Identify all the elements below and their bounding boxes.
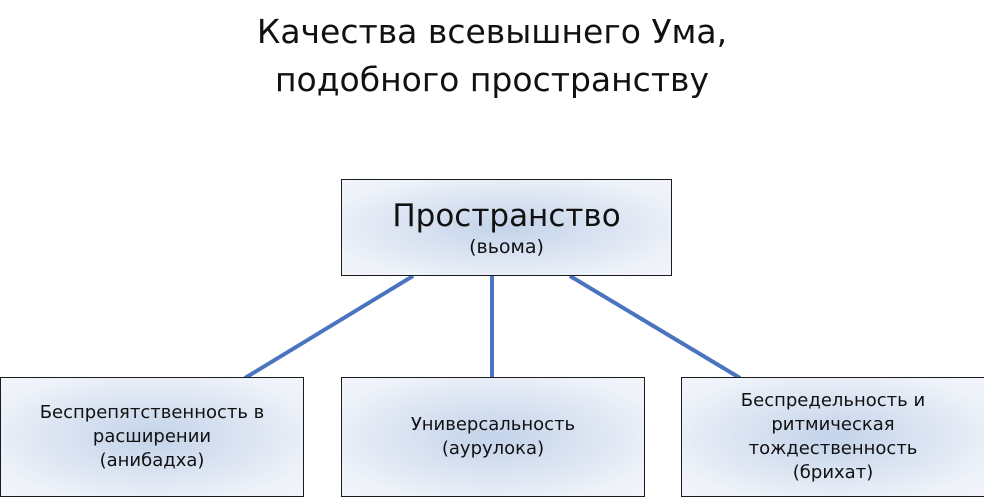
- child-node-universality: Универсальность (аурулока): [341, 377, 645, 497]
- root-node: Пространство (вьома): [341, 179, 672, 276]
- node-text-line: Универсальность: [410, 414, 576, 435]
- node-text-line: ритмическая: [771, 414, 895, 435]
- child-node-boundlessness: Беспредельность и ритмическая тождествен…: [681, 377, 984, 497]
- node-text-line: (анибадха): [99, 450, 205, 471]
- connector-right: [568, 274, 742, 380]
- node-text-line: (аурулока): [441, 438, 545, 459]
- connector-left: [243, 274, 415, 380]
- title-line-1: Качества всевышнего Ума,: [256, 12, 728, 51]
- node-text-line: Беспредельность и: [740, 390, 926, 411]
- title-line-2: подобного пространству: [274, 60, 710, 99]
- node-text-line: тождественность: [748, 438, 918, 459]
- root-sublabel: (вьома): [469, 235, 544, 258]
- diagram-title: Качества всевышнего Ума, подобного прост…: [0, 8, 984, 104]
- root-label: Пространство: [392, 197, 621, 234]
- node-text-line: Беспрепятственность в: [39, 402, 265, 423]
- node-text-line: (брихат): [792, 462, 874, 483]
- child-node-unobstructed: Беспрепятственность в расширении (анибад…: [0, 377, 304, 497]
- node-text-line: расширении: [92, 426, 212, 447]
